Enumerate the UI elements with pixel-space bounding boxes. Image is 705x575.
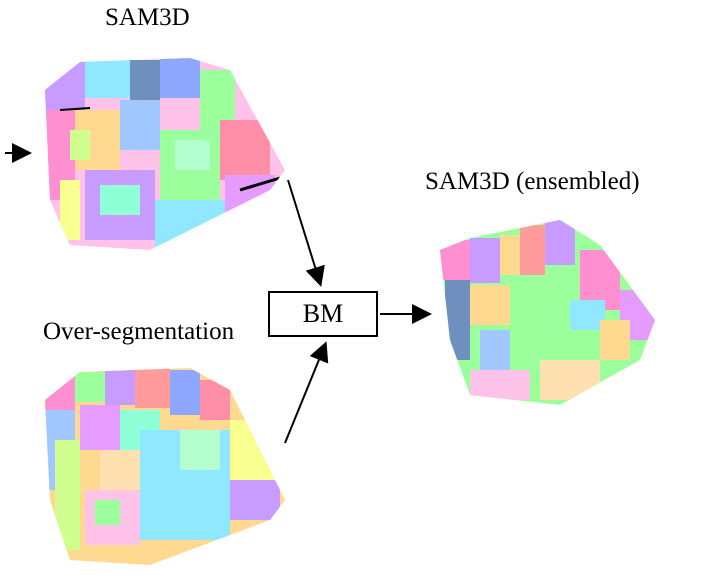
sam3d-ensembled-label: SAM3D (ensembled) <box>425 168 640 195</box>
sam3d-ensembled-pointcloud <box>440 220 655 405</box>
sam3d-pointcloud <box>45 58 285 250</box>
over-segmentation-label: Over-segmentation <box>43 318 235 345</box>
bm-label: BM <box>302 299 344 328</box>
overseg-to-bm-arrow <box>284 341 329 444</box>
bm-box: BM <box>268 291 378 337</box>
over-segmentation-pointcloud <box>45 368 285 565</box>
sam3d-to-bm-arrow <box>287 179 325 287</box>
sam3d-label: SAM3D <box>105 4 190 31</box>
